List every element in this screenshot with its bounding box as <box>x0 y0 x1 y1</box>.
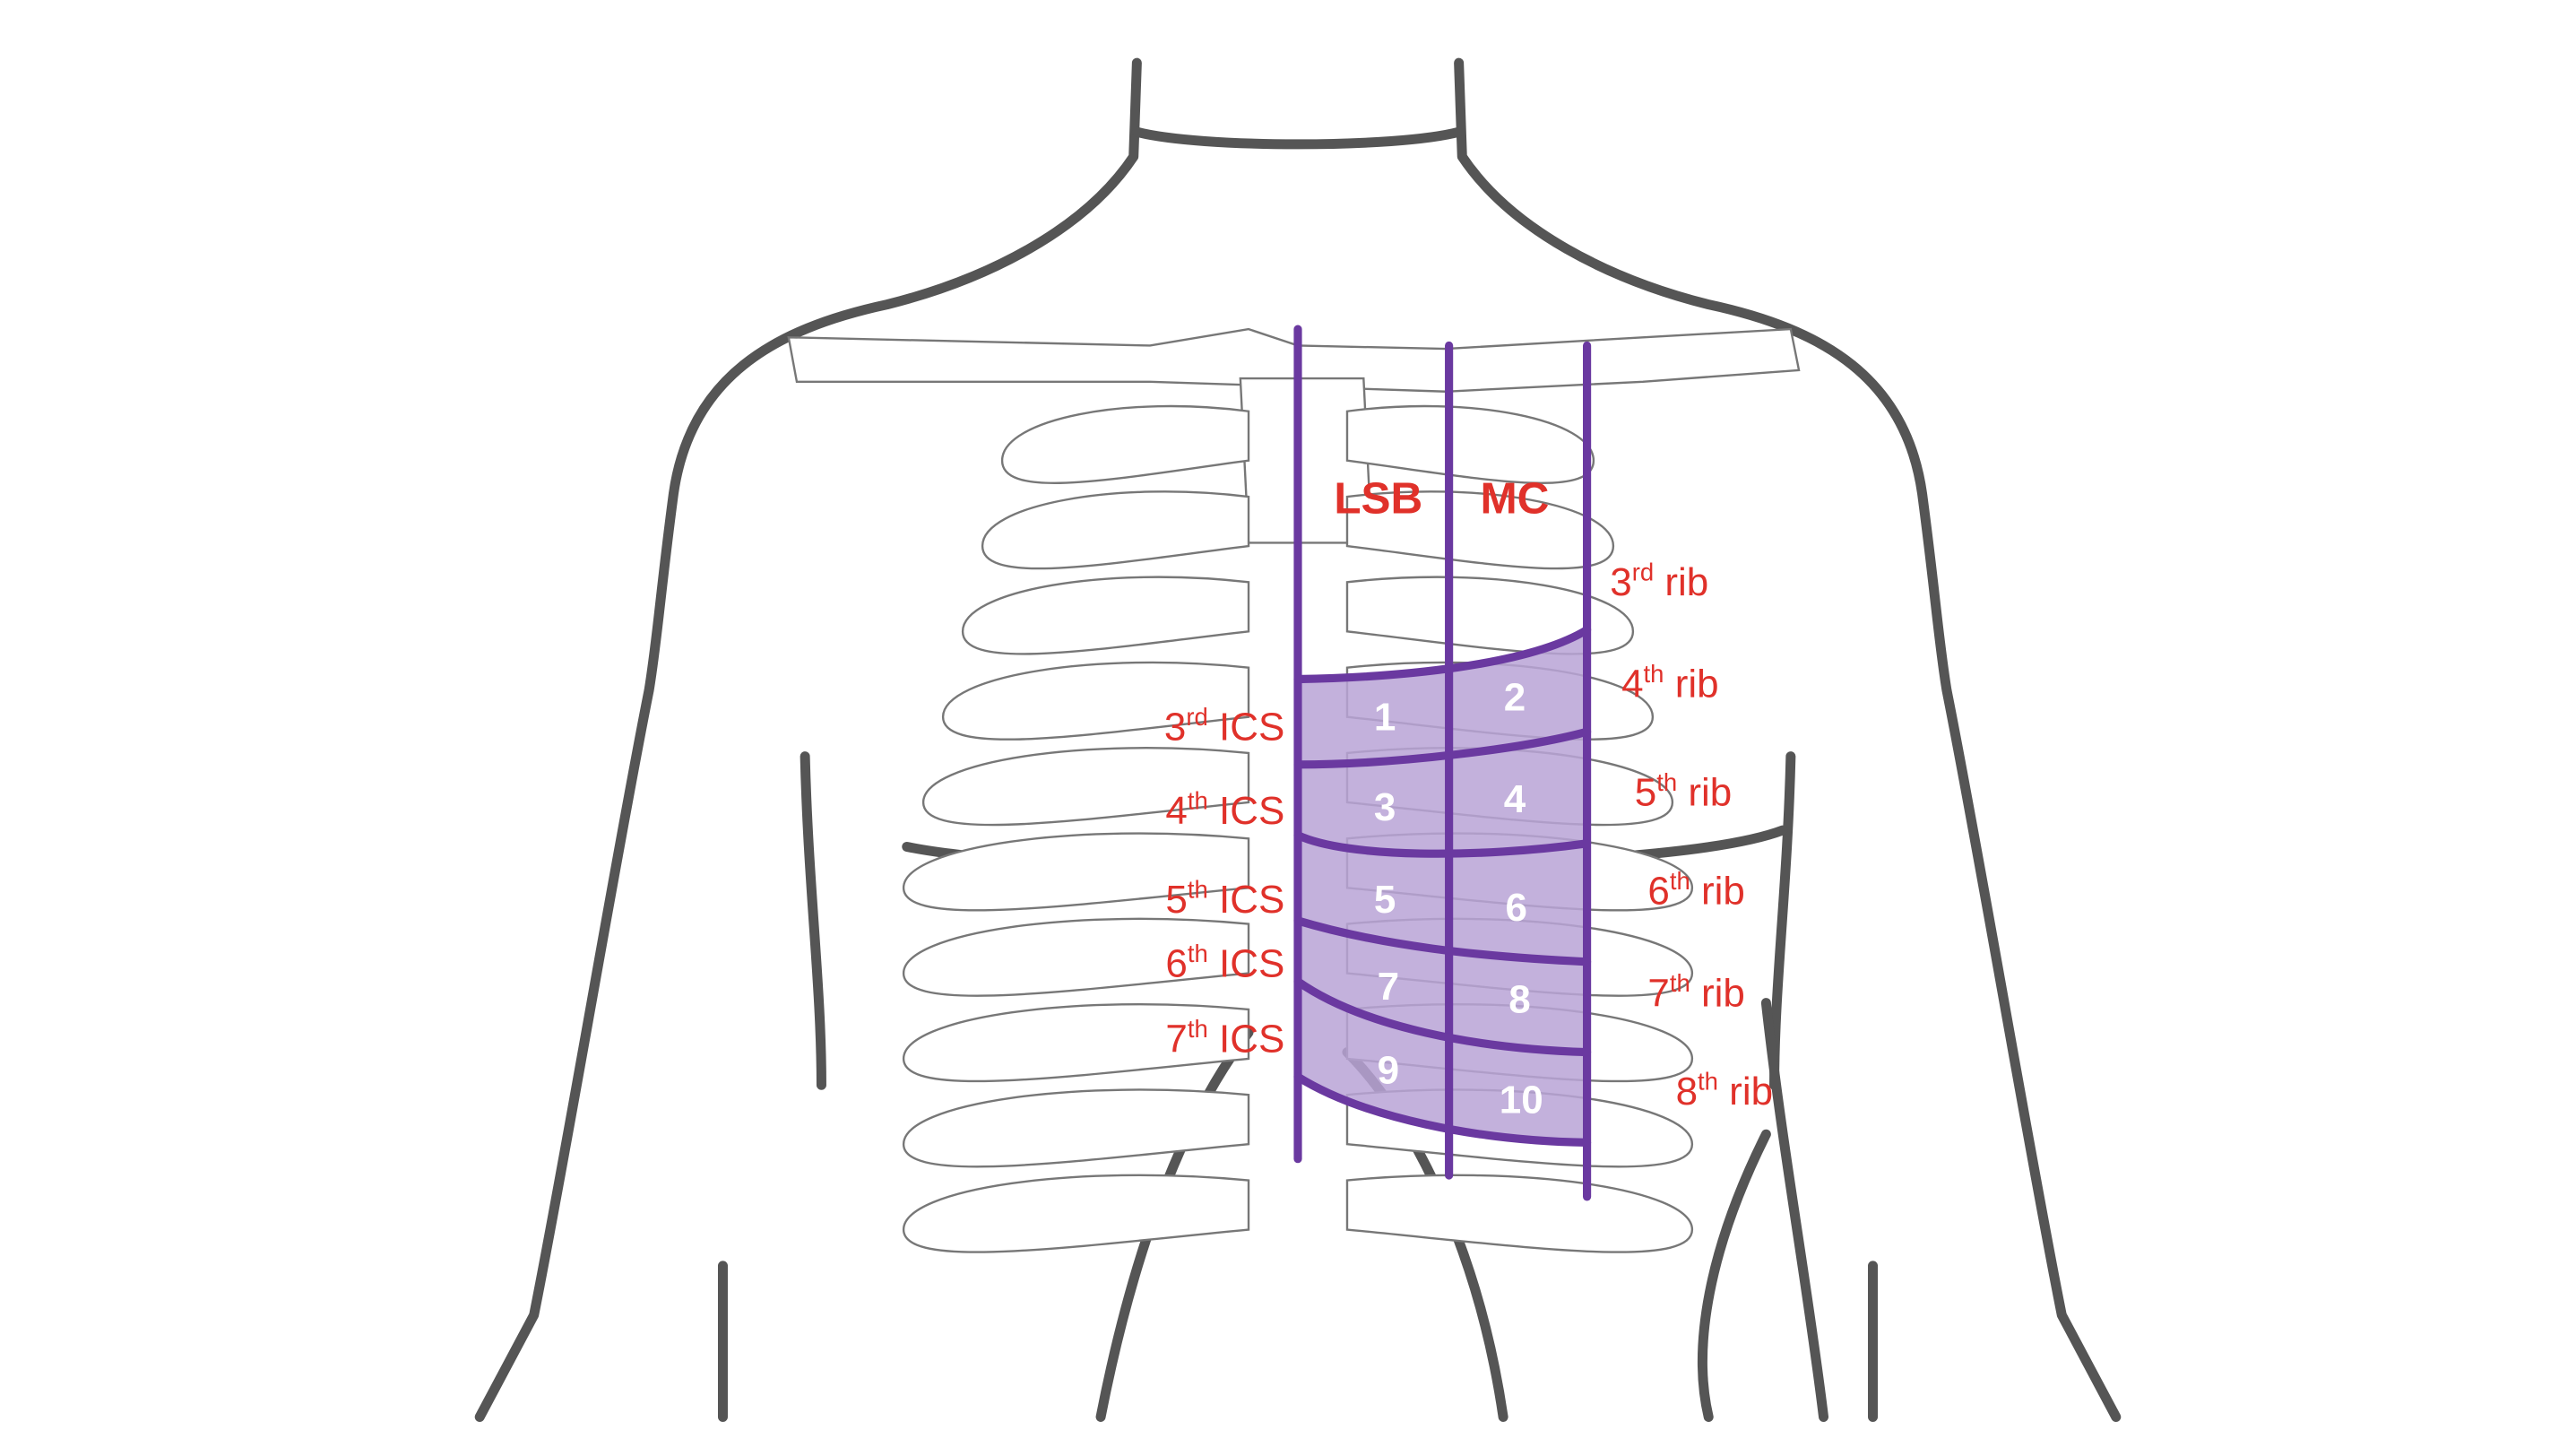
zone-number: 6 <box>1506 886 1527 930</box>
rib-icon <box>961 576 1250 655</box>
ics-label: 7th ICS <box>1165 1002 1284 1061</box>
zone-number: 8 <box>1508 978 1530 1022</box>
zone-number: 5 <box>1374 878 1396 922</box>
rib-label: 8th rib <box>1676 1055 1773 1113</box>
zone-number: 9 <box>1378 1048 1399 1092</box>
zone-number: 7 <box>1378 965 1399 1009</box>
rib-icon <box>902 1174 1250 1253</box>
rib-icon <box>921 747 1250 827</box>
zone-number: 2 <box>1504 675 1526 719</box>
zone-numbers: 1 2 3 4 5 6 7 8 9 10 <box>1374 675 1543 1122</box>
ics-labels: 3rd ICS 4th ICS 5th ICS 6th ICS 7th ICS <box>1164 690 1284 1061</box>
zone-number: 1 <box>1374 695 1396 739</box>
rib-icon <box>981 490 1250 570</box>
rib-icon <box>902 1088 1250 1168</box>
rib-icon <box>1345 1174 1694 1253</box>
rib-icon <box>902 917 1250 997</box>
rib-label: 6th rib <box>1647 854 1744 913</box>
rib-icon <box>1345 404 1595 484</box>
rib-icon <box>1345 576 1635 655</box>
zone-number: 10 <box>1500 1078 1543 1122</box>
rib-label: 7th rib <box>1647 957 1744 1015</box>
mc-label: MC <box>1480 473 1549 523</box>
zone-number: 3 <box>1374 785 1396 829</box>
lsb-label: LSB <box>1334 473 1422 523</box>
ics-label: 6th ICS <box>1165 927 1284 985</box>
ics-label: 4th ICS <box>1165 774 1284 832</box>
rib-icon <box>902 832 1250 912</box>
zone-number: 4 <box>1504 777 1526 821</box>
rib-labels: 3rd rib 4th rib 5th rib 6th rib 7th rib 8th r… <box>1610 546 1773 1114</box>
rib-label: 3rd rib <box>1610 546 1708 604</box>
ics-label: 5th ICS <box>1165 862 1284 921</box>
rib-icon <box>1000 404 1250 484</box>
rib-icon <box>902 1003 1250 1083</box>
ics-label: 3rd ICS <box>1164 690 1284 749</box>
rib-label: 5th rib <box>1635 756 1732 814</box>
auscultation-zone <box>1297 629 1587 1143</box>
rib-icon <box>941 661 1250 741</box>
zone-grid <box>1293 325 1592 1201</box>
rib-label: 4th rib <box>1621 647 1718 706</box>
